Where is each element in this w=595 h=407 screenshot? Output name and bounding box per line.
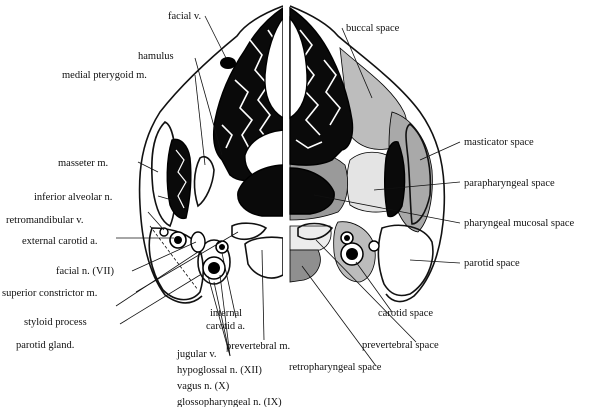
label-styloid: styloid process — [24, 317, 87, 328]
label-masticator-space: masticator space — [464, 137, 534, 148]
parotid-gland-left — [148, 227, 204, 301]
label-vagus: vagus n. (X) — [177, 381, 230, 392]
label-prevertebral-muscle: prevertebral m. — [226, 341, 290, 352]
retropharyngeal-space — [289, 225, 332, 251]
left-half-anatomy — [138, 5, 284, 304]
right-half-spaces — [289, 5, 446, 303]
right-maxilla — [289, 6, 354, 166]
label-hamulus: hamulus — [138, 51, 174, 62]
left-carotid-sheath — [197, 239, 231, 285]
right-superior-constrictor — [297, 222, 334, 241]
label-parotid-gland: parotid gland. — [16, 340, 74, 351]
right-masseter — [405, 122, 432, 225]
retromandibular-vein — [159, 227, 169, 237]
superior-constrictor-muscle — [231, 222, 268, 241]
left-nasal-cavity — [264, 15, 284, 120]
label-retropharyngeal-space: retropharyngeal space — [289, 362, 382, 373]
label-parapharyngeal-space: parapharyngeal space — [464, 178, 555, 189]
label-jugular: jugular v. — [176, 349, 217, 360]
label-internal-carotid-line2: carotid a. — [206, 321, 245, 332]
label-parotid-space: parotid space — [464, 258, 520, 269]
jugular-vein-lumen — [208, 262, 220, 274]
label-inferior-alveolar: inferior alveolar n. — [34, 192, 112, 203]
label-hypoglossal: hypoglossal n. (XII) — [177, 365, 262, 376]
right-skin-outline — [289, 5, 446, 303]
facial-vein — [220, 57, 236, 69]
label-external-carotid: external carotid a. — [22, 236, 98, 247]
label-medial-pterygoid: medial pterygoid m. — [62, 70, 147, 81]
styloid-process — [190, 231, 206, 253]
medial-pterygoid-muscle — [193, 155, 215, 208]
label-retromandibular: retromandibular v. — [6, 215, 83, 226]
left-prevertebral-muscle — [244, 236, 284, 279]
right-mandible-ramus — [383, 141, 406, 218]
label-facial-nerve: facial n. (VII) — [56, 266, 115, 277]
left-skin-outline — [138, 5, 284, 304]
label-facial-vein: facial v. — [168, 11, 201, 22]
label-prevertebral-space: prevertebral space — [362, 340, 439, 351]
label-internal-carotid-line1: internal — [210, 308, 242, 319]
right-leader-lines — [301, 27, 461, 367]
label-superior-constrictor: superior constrictor m. — [2, 288, 97, 299]
left-pharynx-core — [237, 164, 284, 217]
left-leader-lines — [115, 15, 265, 357]
label-pharyngeal-mucosal-space: pharyngeal mucosal space — [464, 218, 575, 229]
label-buccal-space: buccal space — [346, 23, 400, 34]
right-nasal-cavity — [289, 16, 308, 120]
right-styloid — [368, 240, 380, 252]
mandible-ramus — [166, 138, 192, 220]
label-carotid-space: carotid space — [378, 308, 433, 319]
label-glossopharyngeal: glossopharyngeal n. (IX) — [177, 397, 282, 407]
right-pharynx-core — [289, 167, 335, 215]
label-masseter: masseter m. — [58, 158, 108, 169]
parotid-space — [377, 224, 434, 297]
prevertebral-space — [289, 249, 321, 283]
